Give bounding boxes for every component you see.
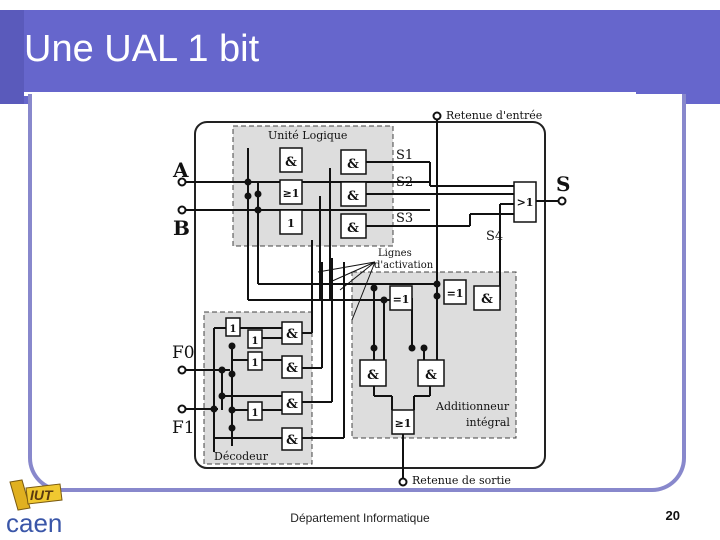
signal-s4-label: S4 <box>486 229 503 244</box>
signal-s3-label: S3 <box>396 211 413 226</box>
junction-dots <box>210 178 441 432</box>
input-f1-label: F1 <box>172 418 195 438</box>
and-gate-label: & <box>286 433 298 448</box>
gate-labels: & ≥1 1 & & & >1 =1 =1 & & & ≥1 1 1 1 1 &… <box>230 155 534 448</box>
not-gate-label: 1 <box>252 336 259 347</box>
gate-boxes <box>225 147 537 451</box>
activation-label-line1: Lignes <box>378 248 412 259</box>
and-gate-label: & <box>347 221 359 236</box>
and-gate-label: & <box>347 189 359 204</box>
iut-caen-logo: IUT caen <box>4 478 74 538</box>
logo-caen-text: caen <box>6 508 63 538</box>
signal-s2-label: S2 <box>396 175 413 190</box>
or-gate-label: ≥1 <box>283 187 300 200</box>
xor-gate-label: =1 <box>447 287 464 300</box>
input-b-label: B <box>173 216 190 240</box>
activation-arrows <box>317 261 376 321</box>
and-gate-label: & <box>481 292 493 307</box>
svg-text:IUT: IUT <box>30 487 54 503</box>
or-gate-label: ≥1 <box>395 417 412 430</box>
slide-title: Une UAL 1 bit <box>24 28 260 70</box>
carry-out-label: Retenue de sortie <box>412 474 511 487</box>
logic-unit-label: Unité Logique <box>268 129 347 142</box>
signal-s1-label: S1 <box>396 148 413 163</box>
and-gate-label: & <box>286 327 298 342</box>
and-gate-label: & <box>285 155 297 170</box>
adder-label-line2: intégral <box>466 416 510 429</box>
output-s-label: S <box>556 172 570 196</box>
not-gate-label: 1 <box>252 408 259 419</box>
page-number: 20 <box>665 508 680 523</box>
xor-gate-label: =1 <box>393 293 410 306</box>
title-bar <box>0 10 720 104</box>
iut-logo-mark: IUT <box>9 479 63 511</box>
carry-in-label: Retenue d'entrée <box>446 109 542 122</box>
not-gate-label: 1 <box>287 217 295 230</box>
or-output-gate-label: >1 <box>517 196 534 209</box>
decoder-label: Décodeur <box>214 450 269 463</box>
adder-label-line1: Additionneur <box>435 400 510 413</box>
input-f0-label: F0 <box>172 343 195 363</box>
terminals <box>177 111 567 487</box>
and-gate-label: & <box>425 368 437 383</box>
and-gate-label: & <box>367 368 379 383</box>
not-gate-label: 1 <box>230 324 237 335</box>
activation-label-line2: d'activation <box>374 260 434 271</box>
and-gate-label: & <box>286 397 298 412</box>
and-gate-label: & <box>286 361 298 376</box>
wires <box>182 116 560 482</box>
and-gate-label: & <box>347 157 359 172</box>
input-a-label: A <box>172 158 189 182</box>
not-gate-label: 1 <box>252 358 259 369</box>
footer-department: Département Informatique <box>290 511 430 525</box>
